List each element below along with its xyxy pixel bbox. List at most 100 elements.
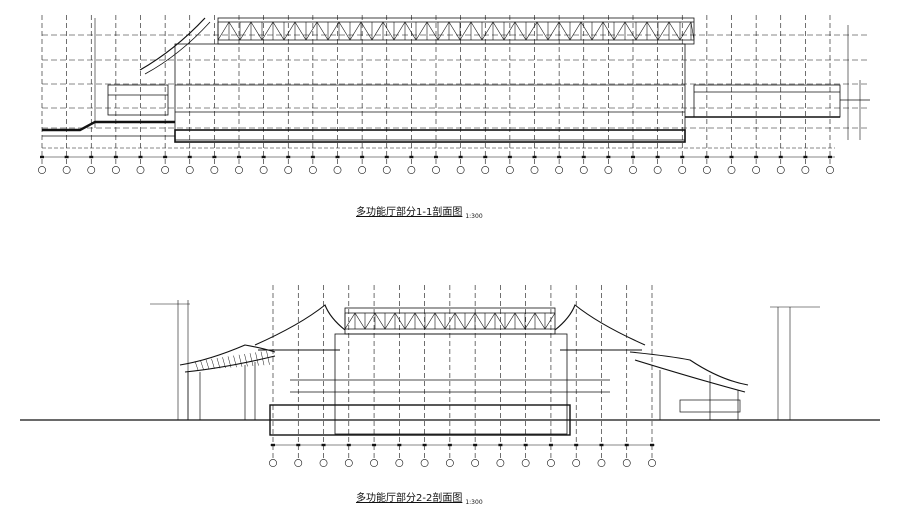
truss-member: [494, 312, 506, 330]
axis-bubble: [185, 166, 194, 174]
dimension-tick: [729, 155, 734, 159]
dimension-tick: [271, 443, 275, 447]
dimension-tick: [384, 155, 389, 159]
axis-bubble: [547, 459, 555, 467]
axis-bubble: [496, 459, 505, 467]
axis-bubble: [521, 459, 530, 467]
truss-member: [414, 312, 426, 330]
axis-bubble: [420, 459, 429, 467]
axis-bubble: [432, 166, 440, 174]
truss-web: [344, 312, 556, 330]
axis-bubble: [678, 166, 687, 174]
dimension-tick: [803, 155, 808, 159]
truss-member: [415, 21, 428, 41]
section-2-2-drawing: [20, 285, 880, 467]
rafter: [194, 361, 199, 371]
truss-member: [558, 21, 571, 41]
axis-grid-1: [38, 15, 834, 174]
rafter: [200, 360, 204, 370]
truss-member: [635, 21, 648, 41]
axis-grid-2: [269, 285, 656, 467]
truss-member: [316, 21, 329, 41]
truss-member: [228, 21, 241, 41]
truss-member: [474, 312, 486, 330]
truss-member: [657, 21, 670, 41]
axis-bubble: [333, 166, 342, 174]
truss-member: [454, 312, 466, 330]
truss-member: [305, 21, 318, 41]
axis-bubble: [629, 166, 637, 174]
axis-bubble: [382, 166, 391, 174]
axis-bubble: [653, 166, 662, 174]
truss-member: [239, 21, 252, 41]
truss-member: [354, 312, 366, 330]
dimension-tick: [754, 155, 759, 159]
dimension-tick: [310, 155, 315, 159]
axis-bubble: [445, 459, 454, 467]
dimension-tick: [346, 443, 351, 447]
truss-member: [547, 21, 560, 41]
dimension-tick: [447, 443, 452, 447]
axis-bubble: [62, 166, 71, 174]
rafter: [244, 353, 248, 367]
rafter: [222, 357, 226, 369]
truss-member: [580, 21, 593, 41]
dimension-tick: [828, 155, 832, 159]
axis-bubble: [407, 166, 416, 174]
truss-member: [503, 21, 516, 41]
dimension-tick: [498, 443, 503, 447]
truss-member: [217, 21, 230, 41]
truss-member: [679, 21, 692, 41]
dimension-tick: [163, 155, 168, 159]
truss-member: [624, 21, 637, 41]
truss-member: [404, 312, 416, 330]
truss-member: [382, 21, 395, 41]
axis-bubble: [284, 166, 293, 174]
dimension-tick: [624, 443, 629, 447]
axis-bubble: [319, 459, 328, 467]
dimension-tick: [372, 443, 377, 447]
rafter: [238, 354, 243, 367]
dimension-tick: [113, 155, 118, 159]
main-hall: [269, 333, 610, 436]
axis-bubble: [38, 166, 46, 174]
truss-member: [668, 21, 681, 41]
truss-member: [646, 21, 659, 41]
truss-member: [470, 21, 483, 41]
pavilion-columns: [187, 362, 741, 420]
rafter: [260, 351, 265, 366]
rafter: [216, 357, 221, 369]
axis-bubble: [505, 166, 514, 174]
truss-member: [569, 21, 582, 41]
dimension-tick: [422, 443, 427, 447]
truss-member: [250, 21, 263, 41]
section-1-scale: 1:300: [465, 213, 483, 220]
truss-member: [294, 21, 307, 41]
truss-member: [344, 312, 356, 330]
inner-roofs: [254, 304, 646, 351]
axis-bubble: [801, 166, 810, 174]
axis-bubble: [604, 166, 613, 174]
axis-bubble: [269, 459, 277, 467]
dimension-tick: [261, 155, 266, 159]
outer-eaves: [179, 344, 749, 393]
truss-member: [360, 21, 373, 41]
truss-member: [524, 312, 536, 330]
section-1-title: 多功能厅部分1-1剖面图: [356, 207, 463, 218]
axis-bubble: [395, 459, 404, 467]
dimension-tick: [548, 443, 553, 447]
dimension-tick: [64, 155, 69, 159]
axis-bubble: [752, 166, 761, 174]
truss-member: [393, 21, 406, 41]
left-pavilion: [42, 17, 211, 137]
axis-bubble: [622, 459, 631, 467]
dimension-tick: [335, 155, 340, 159]
dimension-tick: [434, 155, 438, 159]
dimension-tick: [532, 155, 537, 159]
section-2-scale: 1:300: [465, 499, 483, 506]
dimension-tick: [187, 155, 192, 159]
dimension-tick: [778, 155, 783, 159]
axis-bubble: [259, 166, 268, 174]
